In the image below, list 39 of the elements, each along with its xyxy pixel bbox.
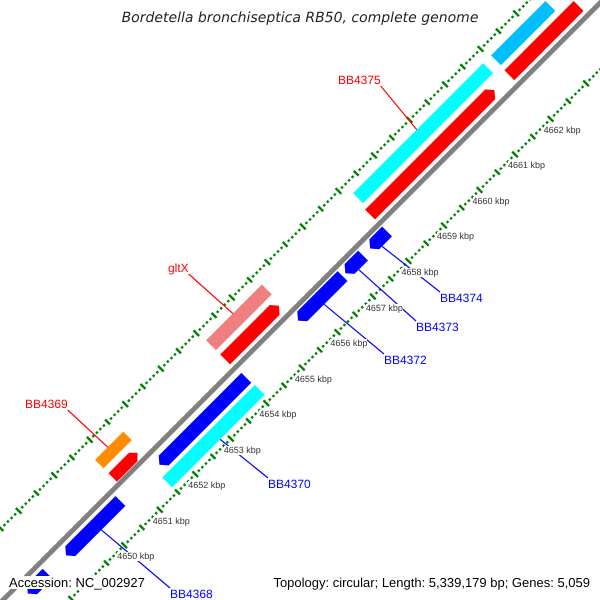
gene-feature — [344, 250, 368, 274]
gene-bar — [491, 1, 556, 66]
gene-label: BB4375 — [338, 74, 381, 86]
title: Bordetella bronchiseptica RB50, complete genome — [122, 11, 478, 25]
genome-summary-text: Topology: circular; Length: 5,339,179 bp; Genes: 5,059 — [273, 576, 590, 589]
gene-label: BB4368 — [170, 588, 213, 600]
leader-line — [380, 86, 418, 130]
gene-feature — [108, 452, 138, 482]
gene-label: gltX — [168, 262, 189, 274]
scale-label: 4662 kbp — [544, 126, 581, 135]
scale-label: 4655 kbp — [294, 374, 332, 384]
gene-label: BB4374 — [440, 292, 483, 304]
gene-bar — [504, 1, 584, 80]
gene-label: BB4370 — [268, 478, 311, 490]
scale-label: 4651 kbp — [152, 516, 190, 526]
gene-feature — [297, 271, 348, 322]
scale-label: 4657 kbp — [366, 304, 403, 313]
gene-feature — [365, 89, 496, 220]
gene-feature — [220, 305, 280, 364]
gene-label: BB4369 — [25, 398, 68, 410]
leader-line — [188, 274, 234, 314]
scale-label: 4659 kbp — [436, 232, 474, 242]
leader-line — [324, 304, 384, 354]
gene-label: BB4372 — [384, 354, 427, 366]
scale-label: 4650 kbp — [117, 552, 154, 562]
scale-label: 4652 kbp — [188, 481, 226, 490]
gene-bar — [206, 284, 272, 350]
scale-label: 4661 kbp — [508, 161, 546, 170]
gene-bar — [95, 432, 132, 468]
scale-label: 4653 kbp — [224, 446, 261, 455]
leader-line — [67, 410, 108, 448]
gene-feature — [369, 226, 392, 250]
scale-label: 4658 kbp — [401, 268, 438, 278]
scale-label: 4660 kbp — [472, 196, 510, 206]
scale-label: 4654 kbp — [259, 410, 296, 420]
gene-label: BB4373 — [416, 321, 459, 333]
scale-label: 4656 kbp — [330, 339, 368, 348]
leader-line — [101, 529, 170, 588]
leader-line — [358, 269, 416, 322]
